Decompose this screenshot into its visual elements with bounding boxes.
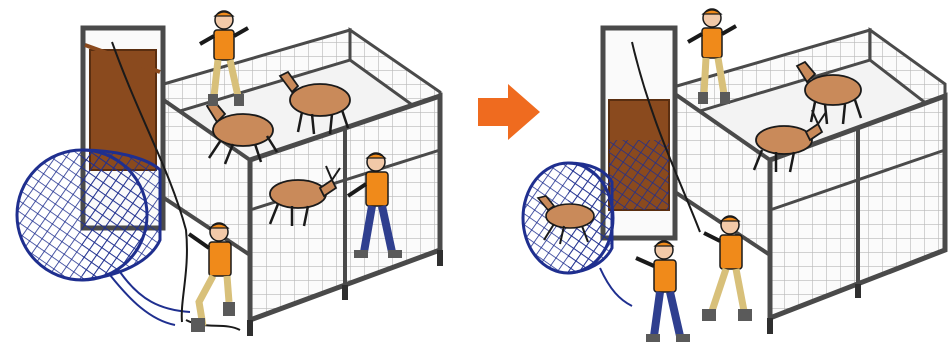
- panel-after: [523, 9, 945, 342]
- right-arrow-icon: [478, 84, 540, 140]
- panel-before: [17, 11, 440, 336]
- sliding-gate: [603, 28, 675, 238]
- worker-holding-net: [636, 241, 690, 342]
